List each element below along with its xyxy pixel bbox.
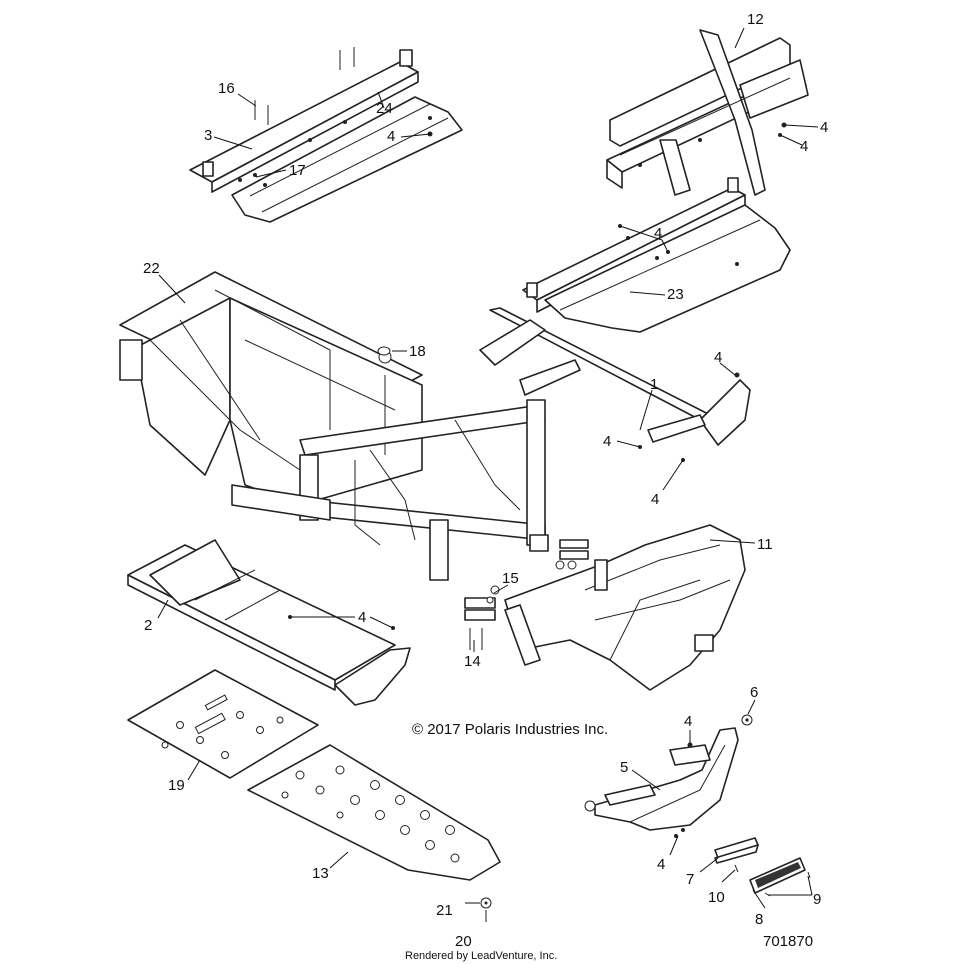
part-7-bracket[interactable] bbox=[714, 837, 759, 864]
callout-4-bumper-top: 4 bbox=[684, 713, 692, 730]
part-11-front-frame[interactable] bbox=[504, 524, 746, 691]
callout-20: 20 bbox=[455, 933, 472, 950]
callout-4-rail-bottom: 4 bbox=[651, 491, 659, 508]
callout-13: 13 bbox=[312, 865, 329, 882]
part-5-bumper[interactable] bbox=[584, 727, 739, 831]
hardware-15[interactable] bbox=[464, 585, 500, 621]
part-22-main-frame[interactable] bbox=[119, 271, 549, 581]
part-19-skid-plate[interactable] bbox=[127, 669, 319, 779]
callout-10: 10 bbox=[708, 889, 725, 906]
callout-3: 3 bbox=[204, 127, 212, 144]
callout-labels: 12 16 24 3 4 17 4 4 4 22 23 18 4 1 4 4 1… bbox=[143, 11, 828, 950]
callout-14: 14 bbox=[464, 653, 481, 670]
rendered-by-footer: Rendered by LeadVenture, Inc. bbox=[405, 950, 557, 962]
callout-8: 8 bbox=[755, 911, 763, 928]
callout-11: 11 bbox=[757, 536, 773, 553]
callout-6: 6 bbox=[750, 684, 758, 701]
leader-lines bbox=[157, 27, 819, 909]
callout-4-rail-left: 4 bbox=[603, 433, 611, 450]
part-1-side-rail[interactable] bbox=[479, 307, 751, 462]
copyright-notice: © 2017 Polaris Industries Inc. bbox=[412, 721, 608, 738]
callout-15: 15 bbox=[502, 570, 519, 587]
part-6-fastener[interactable] bbox=[741, 714, 753, 726]
part-12-rear-frame[interactable] bbox=[606, 29, 809, 196]
callout-4-top-right-b: 4 bbox=[800, 138, 808, 155]
callout-5: 5 bbox=[620, 759, 628, 776]
callout-4-top-right-a: 4 bbox=[820, 119, 828, 136]
part-10-fastener[interactable] bbox=[734, 864, 739, 873]
callout-21: 21 bbox=[436, 902, 453, 919]
part-2-floor-frame[interactable] bbox=[127, 539, 411, 706]
callout-17: 17 bbox=[289, 162, 306, 179]
part-18-grommet[interactable] bbox=[377, 346, 391, 356]
part-3-cargo-frame[interactable] bbox=[189, 49, 463, 223]
part-23-cargo-frame[interactable] bbox=[522, 177, 791, 333]
callout-2: 2 bbox=[144, 617, 152, 634]
part-13-skid-plate[interactable] bbox=[247, 744, 501, 881]
callout-16: 16 bbox=[218, 80, 235, 97]
callout-22: 22 bbox=[143, 260, 160, 277]
callout-12: 12 bbox=[747, 11, 764, 28]
callout-7: 7 bbox=[686, 871, 694, 888]
callout-4-rail-top: 4 bbox=[714, 349, 722, 366]
hardware-nuts-right[interactable] bbox=[555, 539, 589, 570]
callout-9: 9 bbox=[813, 891, 821, 908]
bolts-4-bumper[interactable] bbox=[674, 742, 693, 839]
part-21-fastener[interactable] bbox=[480, 897, 492, 909]
callout-4-cargo: 4 bbox=[654, 225, 662, 242]
bolt-16[interactable] bbox=[254, 47, 355, 125]
callout-4-top-left: 4 bbox=[387, 128, 395, 145]
callout-18: 18 bbox=[409, 343, 426, 360]
callout-23: 23 bbox=[667, 286, 684, 303]
document-number: 701870 bbox=[763, 933, 813, 950]
callout-1: 1 bbox=[650, 376, 658, 393]
bolt-14[interactable] bbox=[469, 628, 483, 650]
part-8-grille[interactable] bbox=[749, 857, 806, 894]
callout-4-bumper-bottom: 4 bbox=[657, 856, 665, 873]
callout-4-floor: 4 bbox=[358, 609, 366, 626]
callout-24: 24 bbox=[376, 100, 393, 117]
callout-19: 19 bbox=[168, 777, 185, 794]
